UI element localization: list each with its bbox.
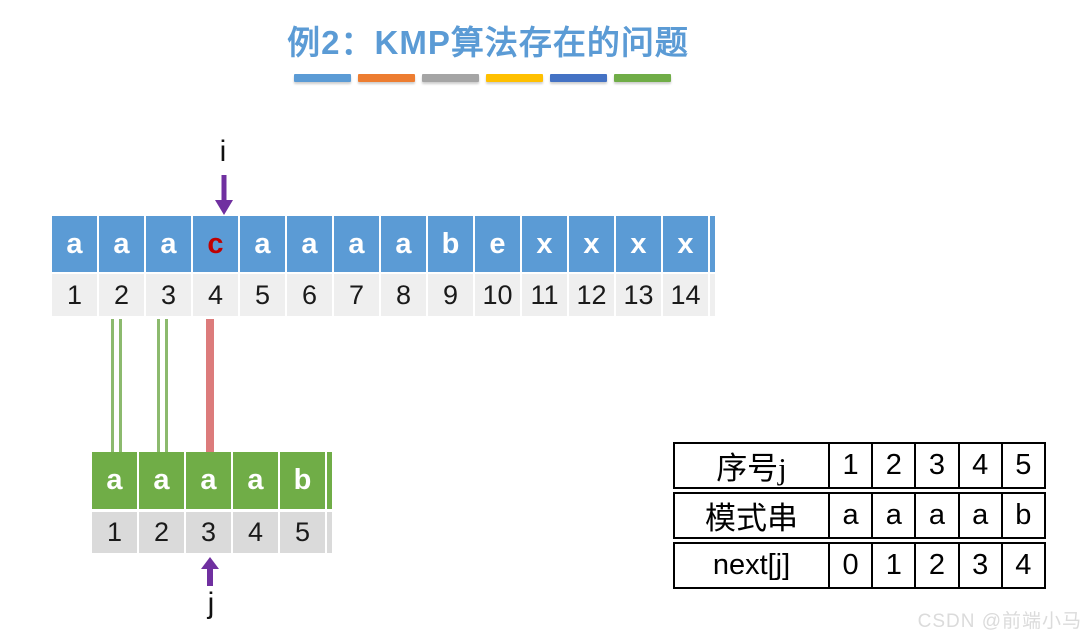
next-table-cell-r1c5: 5 — [1000, 442, 1046, 489]
main-index-3: 3 — [146, 274, 191, 316]
pattern-index-sliver — [327, 512, 332, 553]
pattern-cell-sliver — [327, 452, 332, 509]
pattern-index-1: 1 — [92, 512, 137, 553]
main-cell-14: x — [663, 216, 708, 272]
main-index-10: 10 — [475, 274, 520, 316]
next-table-cell-r3c1: 0 — [828, 542, 874, 589]
next-table-cell-r2c4: a — [957, 492, 1003, 539]
next-table-row-label: 模式串 — [673, 492, 830, 539]
pointer-i-label: i — [219, 135, 227, 168]
main-cell-sliver — [710, 216, 715, 272]
match-line-2 — [157, 319, 168, 452]
divider-dashes — [0, 74, 964, 82]
next-table-cell-r1c4: 4 — [957, 442, 1003, 489]
mismatch-line — [206, 319, 214, 452]
pattern-index-4: 4 — [233, 512, 278, 553]
main-cell-6: a — [287, 216, 332, 272]
divider-dash-3 — [421, 74, 479, 82]
next-table-row-label: 序号j — [673, 442, 830, 489]
main-cell-10: e — [475, 216, 520, 272]
main-index-13: 13 — [616, 274, 661, 316]
divider-dash-6 — [613, 74, 671, 82]
pattern-index-2: 2 — [139, 512, 184, 553]
pattern-cell-3: a — [186, 452, 231, 509]
pattern-cell-5: b — [280, 452, 325, 509]
main-index-4: 4 — [193, 274, 238, 316]
match-line-1 — [111, 319, 122, 452]
i-down-arrow-icon — [215, 175, 233, 215]
next-table-cell-r1c3: 3 — [914, 442, 960, 489]
next-table-cell-r3c4: 3 — [957, 542, 1003, 589]
main-index-1: 1 — [52, 274, 97, 316]
main-index-12: 12 — [569, 274, 614, 316]
main-cell-7: a — [334, 216, 379, 272]
pattern-cell-1: a — [92, 452, 137, 509]
main-index-5: 5 — [240, 274, 285, 316]
divider-dash-5 — [549, 74, 607, 82]
main-cell-9: b — [428, 216, 473, 272]
next-table-cell-r2c3: a — [914, 492, 960, 539]
page-title: 例2：KMP算法存在的问题 — [287, 24, 689, 61]
pattern-cell-4: a — [233, 452, 278, 509]
main-cell-4: c — [193, 216, 238, 272]
main-index-6: 6 — [287, 274, 332, 316]
main-index-7: 7 — [334, 274, 379, 316]
next-table-cell-r3c2: 1 — [871, 542, 917, 589]
next-table-cell-r1c2: 2 — [871, 442, 917, 489]
main-index-11: 11 — [522, 274, 567, 316]
main-index-9: 9 — [428, 274, 473, 316]
main-cell-3: a — [146, 216, 191, 272]
next-table-cell-r2c2: a — [871, 492, 917, 539]
divider-dash-1 — [293, 74, 351, 82]
next-table-cell-r3c5: 4 — [1000, 542, 1046, 589]
next-table-cell-r1c1: 1 — [828, 442, 874, 489]
main-index-8: 8 — [381, 274, 426, 316]
main-cell-1: a — [52, 216, 97, 272]
main-index-2: 2 — [99, 274, 144, 316]
main-cell-12: x — [569, 216, 614, 272]
main-index-14: 14 — [663, 274, 708, 316]
next-table-row-label: next[j] — [673, 542, 830, 589]
main-cell-13: x — [616, 216, 661, 272]
pattern-index-3: 3 — [186, 512, 231, 553]
pattern-index-5: 5 — [280, 512, 325, 553]
main-cell-11: x — [522, 216, 567, 272]
main-cell-2: a — [99, 216, 144, 272]
next-table-cell-r2c1: a — [828, 492, 874, 539]
divider-dash-4 — [485, 74, 543, 82]
title-wrap: 例2：KMP算法存在的问题 — [0, 16, 976, 64]
next-table-cell-r3c3: 2 — [914, 542, 960, 589]
pattern-cell-2: a — [139, 452, 184, 509]
pointer-j-label: j — [207, 587, 215, 620]
main-cell-5: a — [240, 216, 285, 272]
j-up-arrow-icon — [201, 557, 219, 586]
main-cell-8: a — [381, 216, 426, 272]
main-index-sliver — [710, 274, 715, 316]
watermark: CSDN @前端小马 — [917, 611, 1082, 632]
next-table-cell-r2c5: b — [1000, 492, 1046, 539]
divider-dash-2 — [357, 74, 415, 82]
